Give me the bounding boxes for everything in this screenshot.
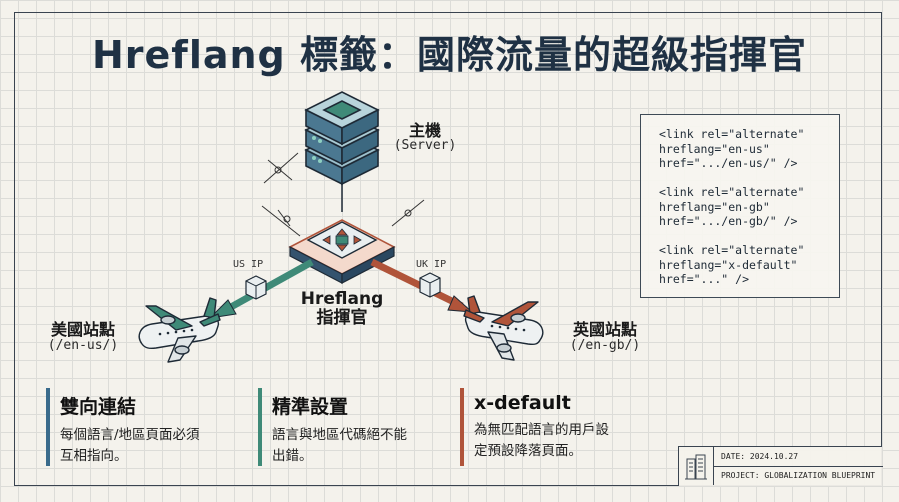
- code-block: <link rel="alternate"hreflang="en-us"hre…: [659, 127, 839, 171]
- feature-x-default: x-default 為無匹配語言的用戶設 定預設降落頁面。: [460, 388, 674, 466]
- crosshair-mark: [261, 152, 425, 237]
- feature-description: 為無匹配語言的用戶設 定預設降落頁面。: [474, 420, 674, 462]
- feature-heading: x-default: [474, 392, 571, 414]
- feature-precise-setup: 精準設置 語言與地區代碼絕不能 出錯。: [258, 388, 472, 467]
- title-block-divider: [713, 466, 883, 467]
- code-block: <link rel="alternate"hreflang="en-gb"hre…: [659, 185, 839, 229]
- page-title: Hreflang 標籤：國際流量的超級指揮官: [91, 33, 807, 77]
- feature-description: 每個語言/地區頁面必須 互相指向。: [60, 425, 260, 467]
- us-site-path: (/en-us/): [47, 338, 119, 353]
- code-line: hreflang="en-gb": [659, 199, 770, 214]
- feature-heading: 精準設置: [272, 396, 349, 418]
- feature-description-line: 出錯。: [272, 448, 313, 464]
- code-line: <link rel="alternate": [659, 185, 805, 199]
- server-label: 主機: [408, 121, 441, 140]
- code-line: <link rel="alternate": [659, 243, 805, 257]
- feature-description-line: 互相指向。: [60, 448, 128, 464]
- feature-bidirectional: 雙向連結 每個語言/地區頁面必須 互相指向。: [46, 388, 260, 467]
- code-line: hreflang="en-us": [659, 141, 770, 156]
- code-block: <link rel="alternate"hreflang="x-default…: [659, 243, 839, 287]
- uk-site-path: (/en-gb/): [569, 338, 641, 353]
- router-label-line1: Hreflang: [300, 289, 384, 309]
- airplane-left-icon: [138, 297, 221, 363]
- airplane-right-icon: [463, 295, 544, 361]
- feature-description-line: 為無匹配語言的用戶設: [474, 422, 609, 438]
- server-icon: [304, 91, 380, 186]
- router-label-line2: 指揮官: [316, 308, 368, 328]
- feature-description-line: 定預設降落頁面。: [474, 443, 582, 459]
- uk-site-label: 英國站點: [572, 320, 637, 339]
- feature-heading: 雙向連結: [60, 396, 137, 418]
- feature-description-line: 語言與地區代碼絕不能: [272, 427, 407, 443]
- blueprint-title-block: DATE: 2024.10.27 PROJECT: GLOBALIZATION …: [678, 446, 883, 486]
- blueprint-frame: [14, 12, 882, 486]
- uk-ip-tag: UK IP: [416, 259, 447, 270]
- server-sublabel: (Server): [393, 138, 457, 153]
- uk-route-arrow: [370, 258, 474, 313]
- us-ip-tag: US IP: [233, 259, 264, 270]
- hreflang-code-panel: <link rel="alternate"hreflang="en-us"hre…: [640, 114, 840, 298]
- feature-description-line: 每個語言/地區頁面必須: [60, 427, 200, 443]
- us-route-arrow: [208, 258, 314, 319]
- router-icon: [288, 219, 396, 284]
- blueprint-date: DATE: 2024.10.27: [721, 452, 799, 461]
- feature-accent-bar: [258, 388, 262, 466]
- code-line: href=".../en-gb/" />: [659, 214, 798, 228]
- feature-accent-bar: [46, 388, 50, 466]
- us-site-label: 美國站點: [50, 320, 115, 339]
- code-line: hreflang="x-default": [659, 257, 798, 272]
- blueprint-project: PROJECT: GLOBALIZATION BLUEPRINT: [721, 471, 876, 480]
- building-icon: [679, 447, 714, 485]
- code-line: href="..." />: [659, 272, 750, 286]
- feature-accent-bar: [460, 388, 464, 466]
- code-line: <link rel="alternate": [659, 127, 805, 141]
- router-label: Hreflang 指揮官: [292, 290, 392, 328]
- feature-description: 語言與地區代碼絕不能 出錯。: [272, 425, 472, 467]
- code-line: href=".../en-us/" />: [659, 156, 798, 170]
